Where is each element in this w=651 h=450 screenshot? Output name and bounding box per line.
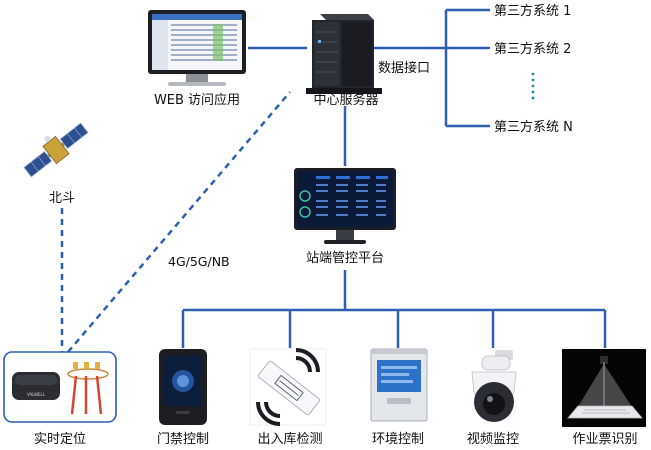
ellipsis-dots (531, 72, 535, 100)
device-brand: VALWELL (27, 392, 46, 397)
subsystem-video-label: 视频监控 (467, 432, 519, 447)
third-party-2-label: 第三方系统 2 (494, 41, 571, 57)
server-label: 中心服务器 (313, 92, 378, 108)
platform-label: 站端管控平台 (306, 251, 384, 266)
environment-control-icon (370, 348, 428, 422)
dashed-link-network (67, 91, 291, 353)
platform-monitor-icon (294, 168, 396, 244)
subsystem-inout-label: 出入库检测 (257, 431, 322, 447)
web-label: WEB 访问应用 (154, 92, 240, 108)
server-icon (306, 14, 382, 94)
interface-label: 数据接口 (378, 60, 430, 76)
grounding-rods-icon (67, 362, 109, 415)
third-party-n-label: 第三方系统 N (494, 119, 573, 135)
satellite-icon (23, 122, 89, 178)
access-control-icon (159, 349, 207, 425)
subsystem-ticket-label: 作业票识别 (572, 432, 637, 447)
web-monitor-icon (148, 10, 246, 86)
camera-icon (471, 350, 517, 422)
third-party-1-label: 第三方系统 1 (494, 3, 571, 19)
connectors (60, 8, 607, 353)
ticket-scanner-icon (562, 349, 646, 427)
realtime-device-box: VALWELL (3, 351, 117, 423)
subsystem-access-label: 门禁控制 (157, 432, 209, 447)
subsystem-environment-label: 环境控制 (372, 432, 424, 447)
realtime-label: 实时定位 (34, 432, 86, 447)
network-label: 4G/5G/NB (168, 254, 230, 269)
rfid-inout-icon (249, 348, 327, 426)
beidou-label: 北斗 (49, 191, 75, 206)
